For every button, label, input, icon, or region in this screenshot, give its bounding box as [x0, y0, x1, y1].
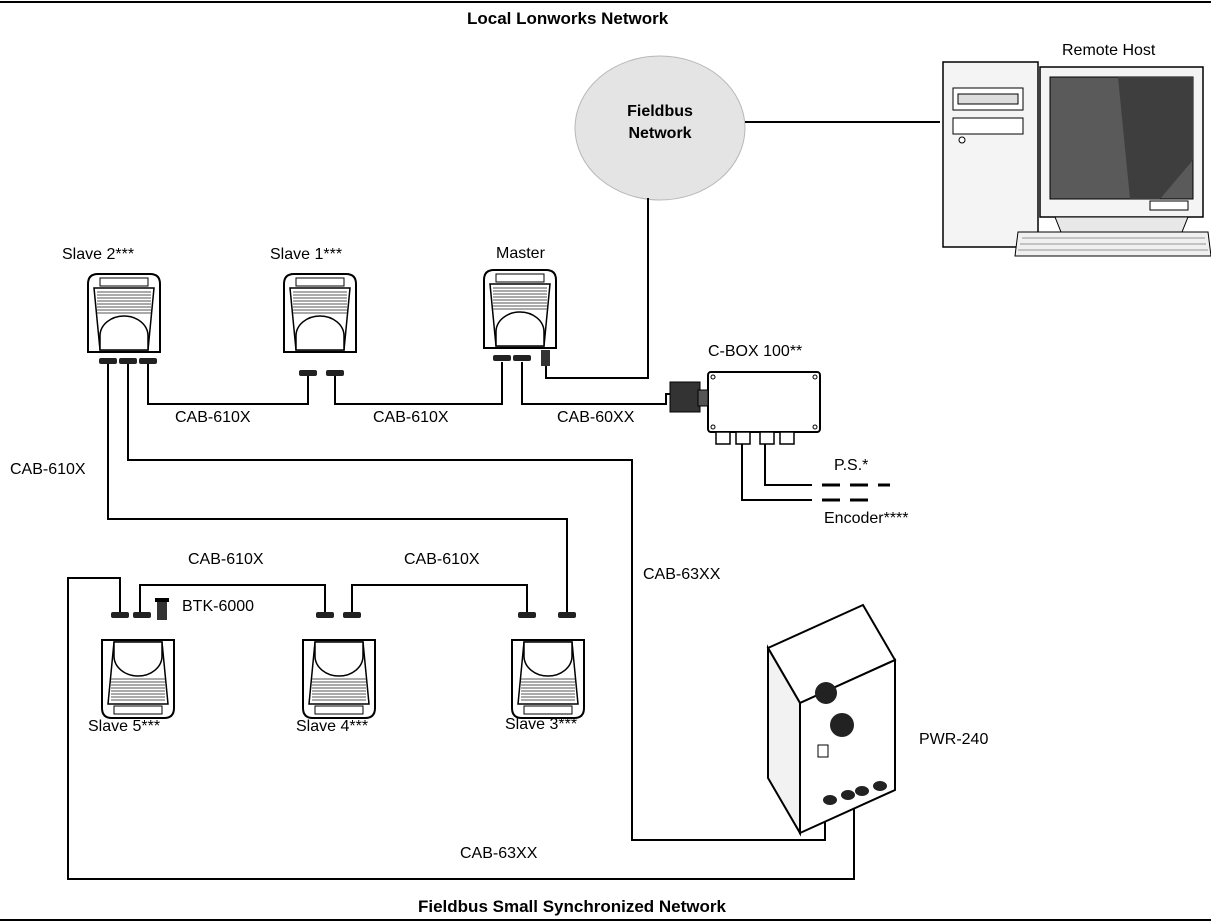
cbox-enclosure — [669, 371, 821, 445]
btk-terminator — [155, 598, 169, 620]
slave-5-scanner — [101, 639, 175, 719]
cable-label-6: CAB-610X — [404, 551, 480, 568]
cloud-label-line1: Fieldbus — [627, 103, 693, 120]
remote-host-label: Remote Host — [1062, 42, 1156, 59]
encoder-label: Encoder**** — [824, 510, 909, 527]
diagram-title: Local Lonworks Network — [467, 9, 669, 28]
ps-label: P.S.* — [834, 457, 869, 474]
master-label: Master — [496, 245, 545, 262]
cable-dashes — [822, 483, 890, 502]
cable-label-1: CAB-610X — [175, 409, 251, 426]
cables — [67, 121, 940, 880]
slave-2-label: Slave 2*** — [62, 246, 135, 263]
slave-5-label: Slave 5*** — [88, 718, 161, 735]
cable-label-2: CAB-610X — [373, 409, 449, 426]
pwr-240-box — [766, 603, 897, 837]
slave-4-label: Slave 4*** — [296, 718, 369, 735]
fieldbus-cloud — [574, 55, 746, 201]
cloud-label-line2: Network — [628, 125, 692, 142]
master-scanner — [483, 269, 557, 349]
cable-label-8: CAB-63XX — [460, 845, 538, 862]
remote-host-computer — [942, 61, 1211, 257]
pwr-label: PWR-240 — [919, 731, 989, 748]
cable-label-3: CAB-60XX — [557, 409, 635, 426]
slave-3-scanner — [511, 639, 585, 719]
cable-label-7: CAB-63XX — [643, 566, 721, 583]
cbox-label: C-BOX 100** — [708, 343, 803, 360]
cable-label-4: CAB-610X — [10, 461, 86, 478]
slave-2-scanner — [87, 273, 161, 353]
cable-label-5: CAB-610X — [188, 551, 264, 568]
slave-1-label: Slave 1*** — [270, 246, 343, 263]
slave-3-label: Slave 3*** — [505, 716, 578, 733]
btk-label: BTK-6000 — [182, 598, 255, 615]
diagram-footer: Fieldbus Small Synchronized Network — [418, 897, 726, 916]
slave-4-scanner — [302, 639, 376, 719]
slave-1-scanner — [283, 273, 357, 353]
